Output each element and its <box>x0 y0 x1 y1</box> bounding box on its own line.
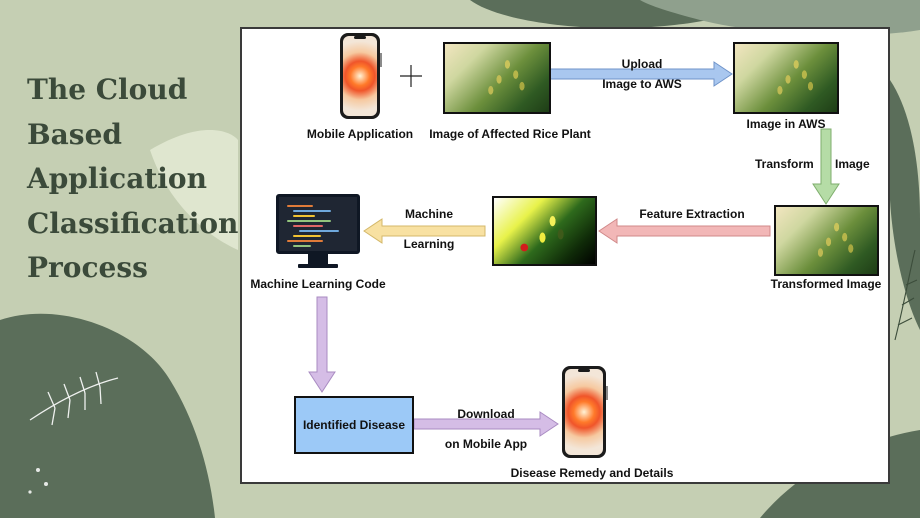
upload-arrow <box>544 61 733 87</box>
title-line: Application <box>27 162 207 195</box>
mobile-application-label: Mobile Application <box>306 127 414 141</box>
right-fern-outline <box>894 249 918 341</box>
dots-decor <box>28 468 48 494</box>
light-leaf-shape <box>150 130 238 250</box>
transform-label-2: Image <box>835 157 870 171</box>
upload-label: Upload <box>621 57 663 71</box>
transform-arrow <box>812 128 840 205</box>
top-right-leaf-shape <box>640 0 920 36</box>
upload-label-2: Image to AWS <box>602 77 682 91</box>
slide-title: The Cloud Based Application Classificati… <box>27 68 239 291</box>
down-arrow <box>308 296 336 393</box>
fern-outline <box>29 371 119 426</box>
download-arrow <box>413 411 559 437</box>
smartphone-icon <box>340 33 382 119</box>
download-label: Download <box>457 407 515 421</box>
learning-label: Learning <box>403 237 455 251</box>
rice-plant-photo <box>443 42 551 114</box>
title-line: Classification <box>27 206 239 240</box>
plus-icon <box>400 65 422 87</box>
identified-disease-box: Identified Disease <box>294 396 414 454</box>
feature-extraction-label: Feature Extraction <box>639 207 745 221</box>
bottom-left-leaf-shape <box>0 313 215 518</box>
machine-learning-arrow <box>363 218 486 244</box>
diagram-arrows <box>308 61 840 437</box>
title-line: The Cloud <box>27 73 188 106</box>
transformed-rice-photo <box>774 205 879 276</box>
aws-rice-photo <box>733 42 839 114</box>
smartphone-icon <box>562 366 608 458</box>
ml-code-label: Machine Learning Code <box>250 277 386 291</box>
transformed-image-label: Transformed Image <box>770 277 882 291</box>
right-leaf-shape <box>890 80 920 330</box>
title-line: Based <box>27 117 122 151</box>
diagram-panel: Mobile Application Image of Affected Ric… <box>240 27 890 484</box>
remedy-label: Disease Remedy and Details <box>510 466 674 480</box>
rice-image-label: Image of Affected Rice Plant <box>429 127 591 141</box>
feature-extraction-arrow <box>598 218 771 244</box>
title-line: Process <box>27 251 148 284</box>
transform-label: Transform <box>755 157 814 171</box>
machine-label: Machine <box>404 207 454 221</box>
feature-extracted-photo <box>492 196 597 266</box>
aws-image-label: Image in AWS <box>746 117 826 131</box>
download-label-2: on Mobile App <box>444 437 528 451</box>
